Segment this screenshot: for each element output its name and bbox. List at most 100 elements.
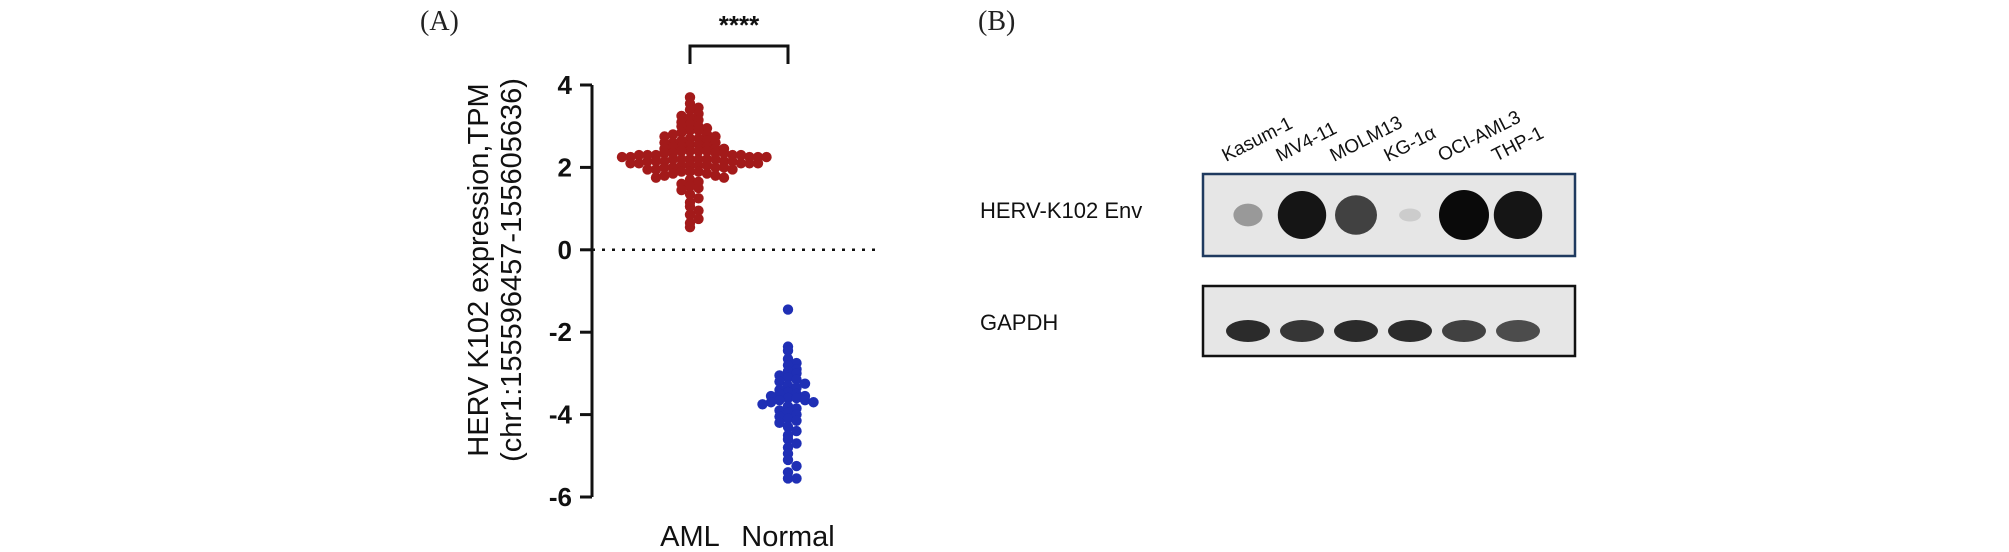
blot-row: GAPDH [980,284,1577,358]
data-point-normal [757,399,768,410]
y-tick-label: -6 [549,482,572,512]
data-point-aml [761,151,772,163]
blot-row-label: GAPDH [980,310,1058,335]
data-point-aml [718,162,730,173]
data-point-normal [782,434,794,445]
blot-band [1493,191,1543,239]
data-point-aml [616,151,628,163]
data-point-aml [684,125,696,136]
data-point-aml [727,156,738,167]
data-point-aml [693,145,704,157]
data-point-aml [676,166,687,177]
y-axis-label: HERV K102 expression,TPM [463,83,495,456]
data-point-aml [684,166,696,177]
data-point-aml [659,170,670,181]
data-point-aml [735,149,747,161]
data-point-aml [676,127,687,138]
data-point-aml [701,145,713,157]
data-point-normal [791,415,802,426]
data-point-normal [791,473,802,484]
data-point-aml [684,104,696,115]
data-point-normal [791,374,802,385]
data-point-aml [633,158,645,169]
data-point-normal [799,394,811,406]
data-point-aml [667,129,679,140]
data-point-aml [633,149,645,161]
significance-stars: **** [719,10,760,40]
data-point-aml [693,193,704,204]
y-tick-label: -2 [549,317,572,347]
data-point-aml [684,145,696,157]
panel-b-label: (B) [978,6,1016,37]
x-category-label: AML [660,521,720,552]
data-point-aml [727,164,738,175]
data-point-normal [765,397,777,408]
data-point-normal [808,397,819,408]
data-point-aml [667,153,679,165]
data-point-aml [701,160,713,171]
data-point-aml [693,205,704,216]
blot-band [1399,208,1421,222]
blot-row: HERV-K102 Env [980,172,1577,258]
blot-band [1442,320,1486,342]
data-point-aml [650,172,662,183]
data-point-normal [774,417,785,429]
y-tick-label: 0 [558,235,572,265]
y-tick-label: 4 [558,70,573,100]
data-point-aml [752,158,764,169]
data-point-aml [650,164,662,175]
data-point-normal [782,473,794,484]
data-point-normal [782,413,794,424]
data-point-aml [684,201,696,212]
data-point-normal [791,392,802,404]
data-point-aml [684,221,696,233]
blot-band [1277,191,1327,239]
data-point-aml [693,213,704,225]
data-point-aml [735,158,747,169]
data-point-aml [710,170,721,181]
data-point-aml [684,188,696,200]
y-tick-label: 2 [558,152,572,182]
data-point-normal [782,372,794,383]
data-point-normal [791,438,802,449]
data-point-normal [782,421,794,433]
data-point-normal [782,392,794,404]
blot-row-label: HERV-K102 Env [980,198,1142,223]
blot-band [1233,203,1263,227]
data-point-aml [650,156,662,167]
data-point-aml [693,166,704,177]
data-point-aml [667,168,679,179]
data-point-aml [642,156,653,167]
data-point-normal [782,454,794,466]
y-tick-label: -4 [549,400,573,430]
data-point-aml [693,125,704,136]
blot-band [1496,320,1540,342]
data-point-aml [625,158,636,169]
data-point-normal [774,394,785,406]
data-point-normal [774,376,785,387]
data-point-aml [684,180,696,192]
x-category-label: Normal [741,521,834,552]
data-point-normal [791,460,802,472]
data-point-aml [710,162,721,173]
data-point-aml [659,162,670,173]
data-point-normal [782,304,794,315]
blot-band [1335,195,1377,235]
data-point-normal [799,378,811,389]
data-point-aml [744,158,755,169]
data-point-aml [676,145,687,157]
data-point-aml [684,209,696,220]
data-points [616,92,819,484]
data-point-aml [676,184,687,196]
blot-band [1226,320,1270,342]
data-point-aml [642,164,653,175]
data-point-aml [718,172,730,183]
y-axis-label-coordinates: (chr1:155596457-155605636) [496,78,528,462]
blot-band [1334,320,1378,342]
data-point-aml [710,153,721,165]
blot-band [1439,190,1489,240]
blot-band [1280,320,1324,342]
